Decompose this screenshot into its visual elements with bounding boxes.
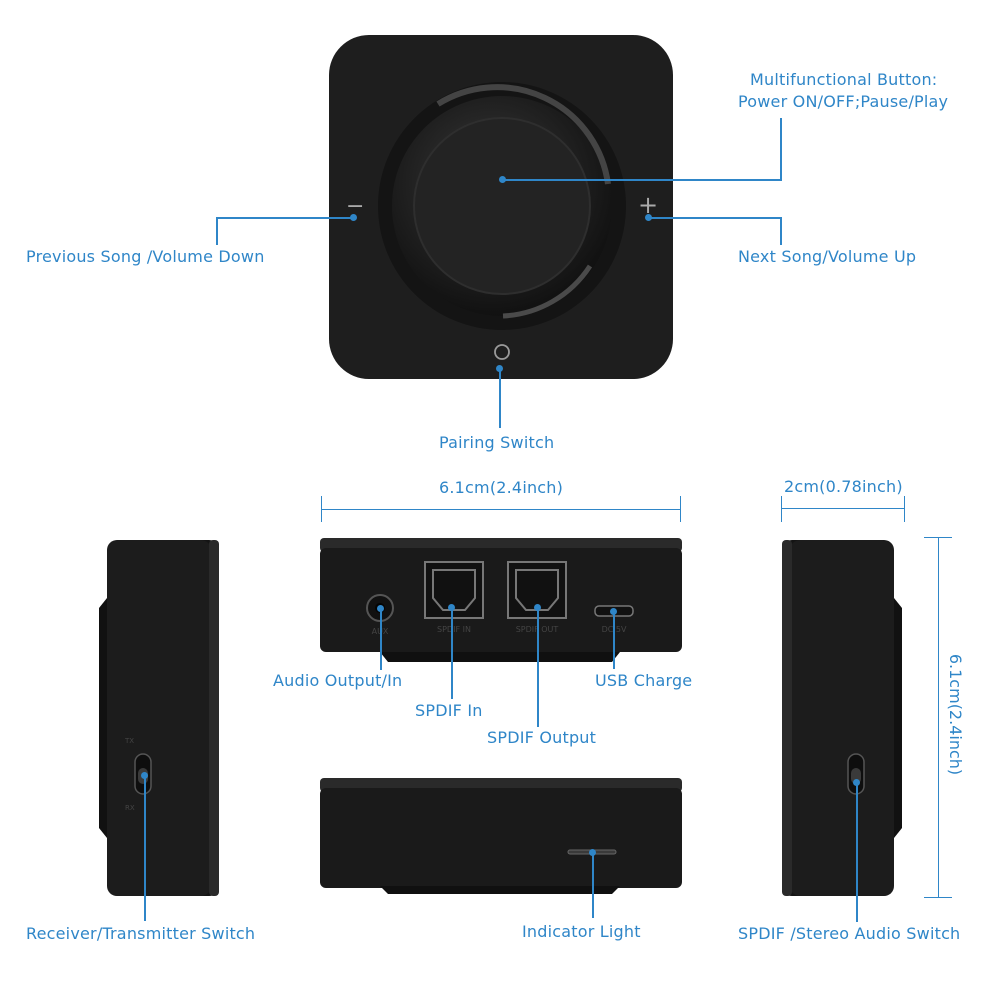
usb-label: USB Charge	[595, 671, 693, 690]
spdif-stereo-leader	[856, 782, 858, 922]
usb-leader	[613, 611, 615, 669]
depth-dimension-tick-left	[781, 496, 782, 522]
spdif-in-label: SPDIF In	[415, 701, 483, 720]
height-dimension-tick-top	[924, 537, 952, 538]
spdif-out-label: SPDIF Output	[487, 728, 597, 747]
height-dimension-line	[938, 538, 939, 898]
height-dimension-tick-bottom	[924, 897, 952, 898]
minus-symbol: −	[346, 194, 365, 219]
spdif-out-leader	[537, 607, 539, 727]
multifunction-label-line1: Multifunctional Button:	[750, 70, 938, 89]
height-dimension-label: 6.1cm(2.4inch)	[946, 653, 966, 776]
device-top-view	[329, 35, 673, 379]
depth-dimension-tick-right	[904, 496, 905, 522]
depth-dimension-label: 2cm(0.78inch)	[784, 477, 903, 496]
audio-label: Audio Output/In	[273, 671, 403, 690]
width-dimension-tick-right	[680, 496, 681, 522]
width-dimension-label: 6.1cm(2.4inch)	[439, 478, 564, 497]
multifunction-label-line2: Power ON/OFF;Pause/Play	[738, 92, 949, 111]
receiver-leader	[144, 775, 146, 921]
device-right-side-view	[782, 540, 902, 896]
next-leader-h	[648, 217, 782, 219]
indicator-leader	[592, 852, 594, 918]
receiver-label: Receiver/Transmitter Switch	[26, 924, 256, 943]
pairing-leader	[499, 368, 501, 428]
pairing-label: Pairing Switch	[439, 433, 555, 452]
depth-dimension-line	[781, 508, 905, 509]
device-indicator-view	[320, 778, 682, 894]
multifunction-leader-h	[503, 179, 782, 181]
audio-leader	[380, 608, 382, 670]
device-port-view: AUX SPDIF IN SPDIF OUT DC 5V	[320, 538, 682, 662]
indicator-label: Indicator Light	[522, 922, 641, 941]
multifunction-button-marker	[499, 176, 506, 183]
svg-text:TX: TX	[124, 737, 134, 745]
next-label: Next Song/Volume Up	[738, 247, 917, 266]
spdif-stereo-label: SPDIF /Stereo Audio Switch	[738, 924, 961, 943]
svg-text:SPDIF IN: SPDIF IN	[437, 625, 471, 634]
device-left-side-view: TX RX	[99, 540, 219, 896]
multifunction-leader-v	[780, 118, 782, 181]
next-leader-v	[780, 217, 782, 245]
minus-button-marker	[350, 214, 357, 221]
previous-label: Previous Song /Volume Down	[26, 247, 265, 266]
width-dimension-tick-left	[321, 496, 322, 522]
width-dimension-line	[321, 509, 681, 510]
svg-text:RX: RX	[125, 804, 135, 812]
previous-leader-v	[216, 217, 218, 245]
previous-leader-h	[216, 217, 353, 219]
spdif-in-leader	[451, 607, 453, 699]
plus-symbol: +	[638, 191, 659, 219]
